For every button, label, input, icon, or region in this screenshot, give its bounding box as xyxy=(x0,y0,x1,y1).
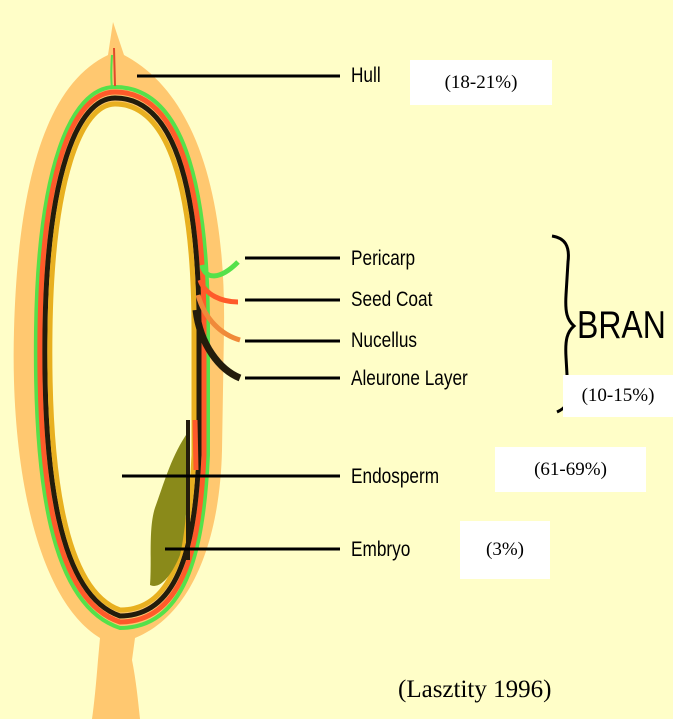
embryo-edge-red xyxy=(195,420,196,470)
hull-label: Hull xyxy=(351,64,381,88)
hull-tip-green xyxy=(111,55,112,88)
hull-percentage: (18-21%) xyxy=(410,60,552,105)
embryo-percentage: (3%) xyxy=(460,521,550,579)
endosperm-label: Endosperm xyxy=(351,465,439,489)
nucellus-label: Nucellus xyxy=(351,329,417,353)
pericarp-label: Pericarp xyxy=(351,247,415,271)
hull-tip-line xyxy=(114,48,115,86)
seed-coat-label: Seed Coat xyxy=(351,288,432,312)
embryo-label: Embryo xyxy=(351,538,410,562)
endosperm-percentage: (61-69%) xyxy=(495,447,646,492)
aleurone-label: Aleurone Layer xyxy=(351,367,468,391)
citation: (Lasztity 1996) xyxy=(398,676,551,704)
bran-label: BRAN xyxy=(577,305,666,347)
bran-percentage: (10-15%) xyxy=(563,375,673,417)
